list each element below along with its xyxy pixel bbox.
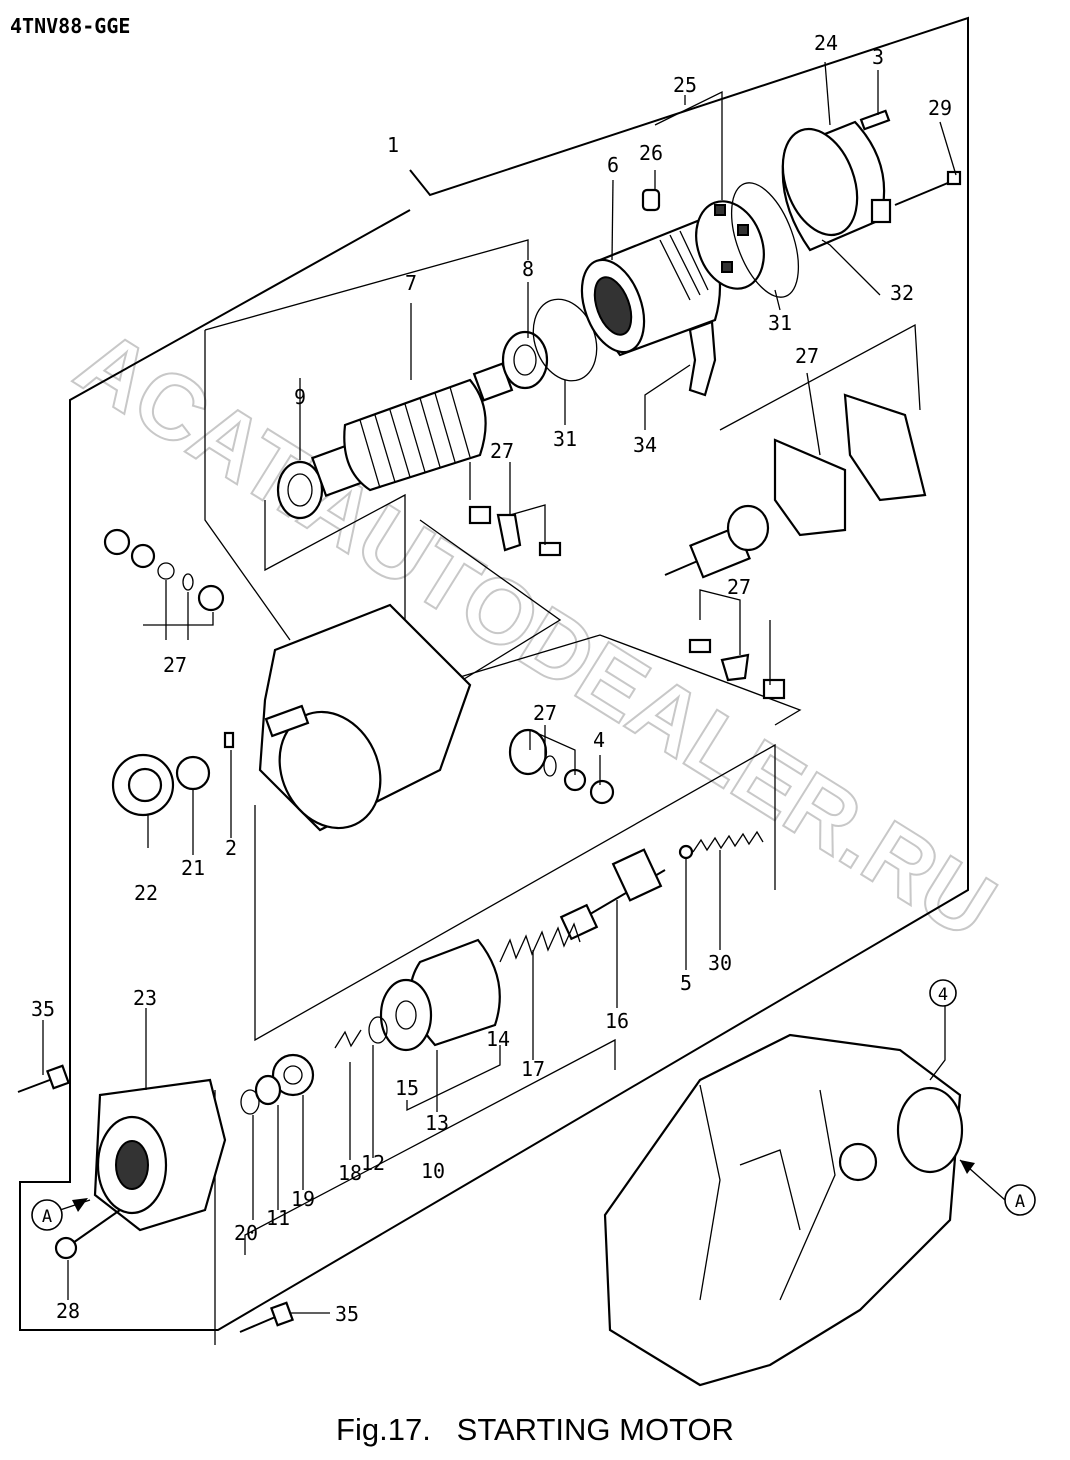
callout-23: 23 xyxy=(133,986,157,1010)
callout-15: 15 xyxy=(395,1076,419,1100)
callout-25: 25 xyxy=(673,73,697,97)
bearing-8 xyxy=(501,330,549,390)
callout-19: 19 xyxy=(291,1187,315,1211)
callout-20: 20 xyxy=(234,1221,258,1245)
callout-28: 28 xyxy=(56,1299,80,1323)
switch-cover xyxy=(843,393,927,502)
callout-31-b: 31 xyxy=(768,311,792,335)
bushing xyxy=(197,584,225,612)
callout-35-b: 35 xyxy=(335,1302,359,1326)
callout-2: 2 xyxy=(225,836,237,860)
callout-22: 22 xyxy=(134,881,158,905)
callout-11: 11 xyxy=(266,1206,290,1230)
gasket-27 xyxy=(773,438,847,537)
bolt-28 xyxy=(54,1209,121,1260)
rear-cover xyxy=(781,120,892,252)
bolt-35-b xyxy=(239,1301,295,1333)
plunger xyxy=(664,504,770,579)
callout-4: 4 xyxy=(593,728,605,752)
ref-marker-a-right: A xyxy=(960,1160,1036,1216)
screw-3 xyxy=(859,109,891,131)
model-code: 4TNV88-GGE xyxy=(10,14,131,38)
svg-text:4: 4 xyxy=(938,985,948,1005)
pin-2 xyxy=(223,731,235,749)
callout-29: 29 xyxy=(928,96,952,120)
callout-34: 34 xyxy=(633,433,657,457)
pinion-19 xyxy=(271,1053,315,1097)
bolt-35-a xyxy=(17,1064,71,1093)
callout-21: 21 xyxy=(181,856,205,880)
figure-number: Fig.17. xyxy=(336,1412,431,1447)
pinion-shaft xyxy=(559,844,694,941)
callout-8: 8 xyxy=(522,257,534,281)
front-bracket xyxy=(93,1078,227,1232)
drive-housing xyxy=(258,603,472,832)
callout-31-a: 31 xyxy=(553,427,577,451)
overrunning-clutch xyxy=(379,938,501,1052)
shift-lever xyxy=(688,320,717,397)
callout-27-c: 27 xyxy=(163,653,187,677)
callout-13: 13 xyxy=(425,1111,449,1135)
callout-27-e: 27 xyxy=(533,701,557,725)
snap-ring-20 xyxy=(240,1089,260,1115)
figure-caption: Fig.17. STARTING MOTOR xyxy=(0,1412,1070,1448)
nut-a xyxy=(103,528,131,556)
ring-12 xyxy=(368,1016,388,1044)
spring-30 xyxy=(692,830,764,853)
washer-a xyxy=(157,562,175,580)
nut-b xyxy=(130,543,156,569)
brush-26 xyxy=(641,188,661,212)
callout-7: 7 xyxy=(405,271,417,295)
callout-27-d: 27 xyxy=(727,575,751,599)
callout-30: 30 xyxy=(708,951,732,975)
circled-ref-4: 4 xyxy=(929,979,957,1007)
callout-3: 3 xyxy=(872,45,884,69)
callout-14: 14 xyxy=(486,1027,510,1051)
stop-ring-11 xyxy=(254,1074,282,1106)
callout-35-a: 35 xyxy=(31,997,55,1021)
svg-text:A: A xyxy=(1015,1192,1025,1212)
callout-6: 6 xyxy=(607,153,619,177)
callout-27-b: 27 xyxy=(490,439,514,463)
armature-bracket xyxy=(204,239,529,331)
callout-24: 24 xyxy=(814,31,838,55)
callout-18: 18 xyxy=(338,1161,362,1185)
spring-17 xyxy=(499,922,581,963)
ref-marker-a-left: A xyxy=(31,1198,88,1231)
callout-9: 9 xyxy=(294,385,306,409)
seal-27 xyxy=(508,728,615,805)
collar-21 xyxy=(175,755,211,791)
flywheel-housing xyxy=(603,1033,964,1387)
callout-5: 5 xyxy=(680,971,692,995)
callout-1: 1 xyxy=(387,133,399,157)
callout-16: 16 xyxy=(605,1009,629,1033)
assembly-frame xyxy=(19,16,969,1331)
pinion-gear-22 xyxy=(111,753,175,817)
figure-title: STARTING MOTOR xyxy=(456,1412,734,1447)
armature xyxy=(276,362,514,520)
through-bolt-29 xyxy=(894,170,962,206)
o-ring-c xyxy=(182,573,194,591)
callout-32: 32 xyxy=(890,281,914,305)
o-ring-31-b xyxy=(730,182,800,298)
callout-26: 26 xyxy=(639,141,663,165)
callout-12: 12 xyxy=(361,1151,385,1175)
callout-17: 17 xyxy=(521,1057,545,1081)
spring-18 xyxy=(334,1029,362,1049)
svg-text:A: A xyxy=(42,1207,52,1227)
callout-10: 10 xyxy=(421,1159,445,1183)
yoke xyxy=(580,218,722,357)
callout-27-a: 27 xyxy=(795,344,819,368)
